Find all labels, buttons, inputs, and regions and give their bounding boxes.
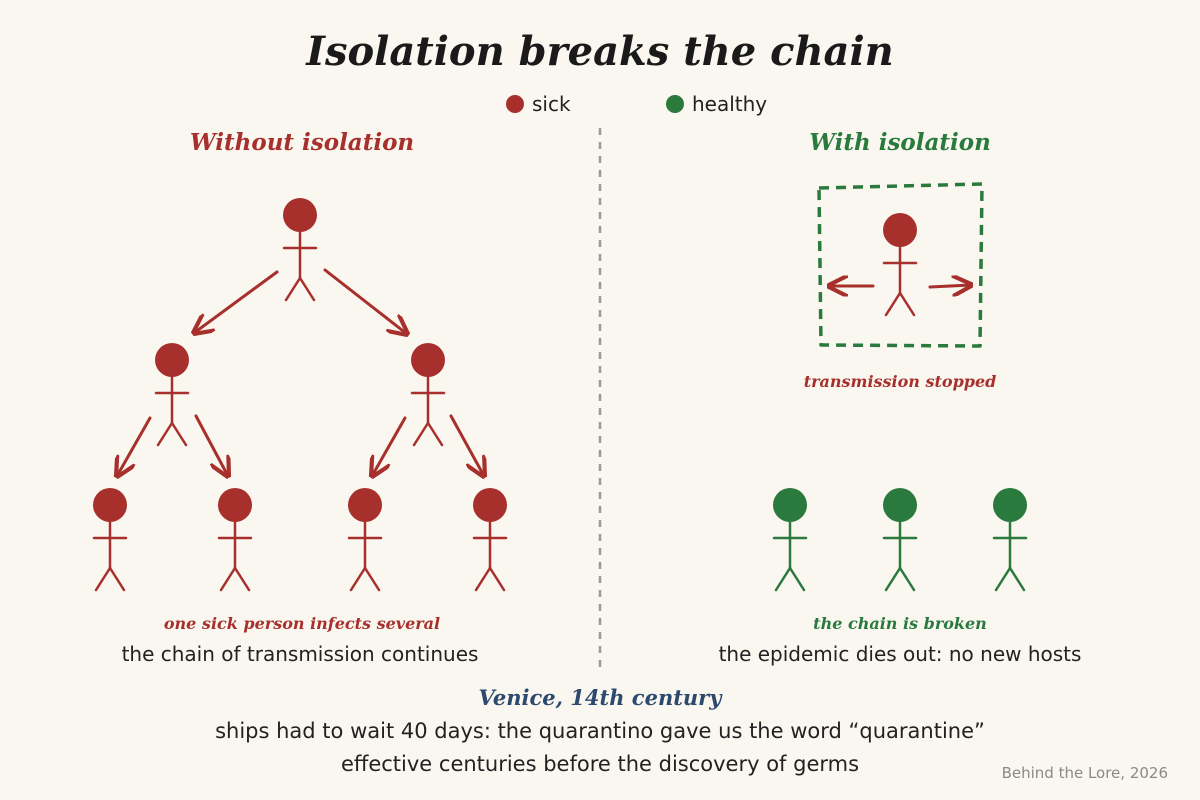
right-note-broken: the chain is broken xyxy=(813,614,987,633)
sick-swatch-icon xyxy=(506,95,524,113)
left-panel: Without isolation xyxy=(92,129,508,666)
right-note-stopped: transmission stopped xyxy=(804,372,997,391)
arrow-root-left xyxy=(194,270,279,333)
footer-line-1: ships had to wait 40 days: the quarantin… xyxy=(215,719,985,743)
right-panel-title: With isolation xyxy=(809,129,991,156)
healthy-person-icon xyxy=(882,488,918,592)
left-note: one sick person infects several xyxy=(164,614,440,633)
legend: sick healthy xyxy=(506,92,767,116)
blocked-arrow-right-icon xyxy=(928,285,971,287)
sick-person-icon xyxy=(154,343,190,447)
left-panel-title: Without isolation xyxy=(190,129,414,156)
blocked-arrows xyxy=(829,285,971,287)
healthy-swatch-icon xyxy=(666,95,684,113)
arrow-l-left xyxy=(117,416,152,476)
footer-heading: Venice, 14th century xyxy=(479,685,724,710)
footer-line-2: effective centuries before the discovery… xyxy=(341,752,859,776)
sick-person-icon xyxy=(472,488,508,592)
isolated-sick-person-icon xyxy=(882,213,918,317)
arrow-r-left xyxy=(372,416,407,476)
sick-person-icon xyxy=(217,488,253,592)
legend-sick-label: sick xyxy=(532,92,571,116)
page-title: Isolation breaks the chain xyxy=(305,28,894,75)
arrow-root-right xyxy=(323,268,407,334)
transmission-arrows xyxy=(117,268,484,476)
right-caption: the epidemic dies out: no new hosts xyxy=(719,642,1082,666)
left-caption: the chain of transmission continues xyxy=(122,642,479,666)
legend-healthy-label: healthy xyxy=(692,92,767,116)
footer: Venice, 14th century ships had to wait 4… xyxy=(215,685,1168,782)
sick-person-icon xyxy=(347,488,383,592)
right-panel: With isolation transmission stopped xyxy=(719,129,1082,666)
healthy-person-icon xyxy=(992,488,1028,592)
sick-person-icon xyxy=(92,488,128,592)
sick-person-icon xyxy=(410,343,446,447)
credit: Behind the Lore, 2026 xyxy=(1002,764,1168,782)
arrow-l-right xyxy=(194,414,228,476)
isolation-box xyxy=(817,182,984,348)
healthy-person-icon xyxy=(772,488,808,592)
arrow-r-right xyxy=(449,414,484,476)
sick-person-icon xyxy=(282,198,318,302)
